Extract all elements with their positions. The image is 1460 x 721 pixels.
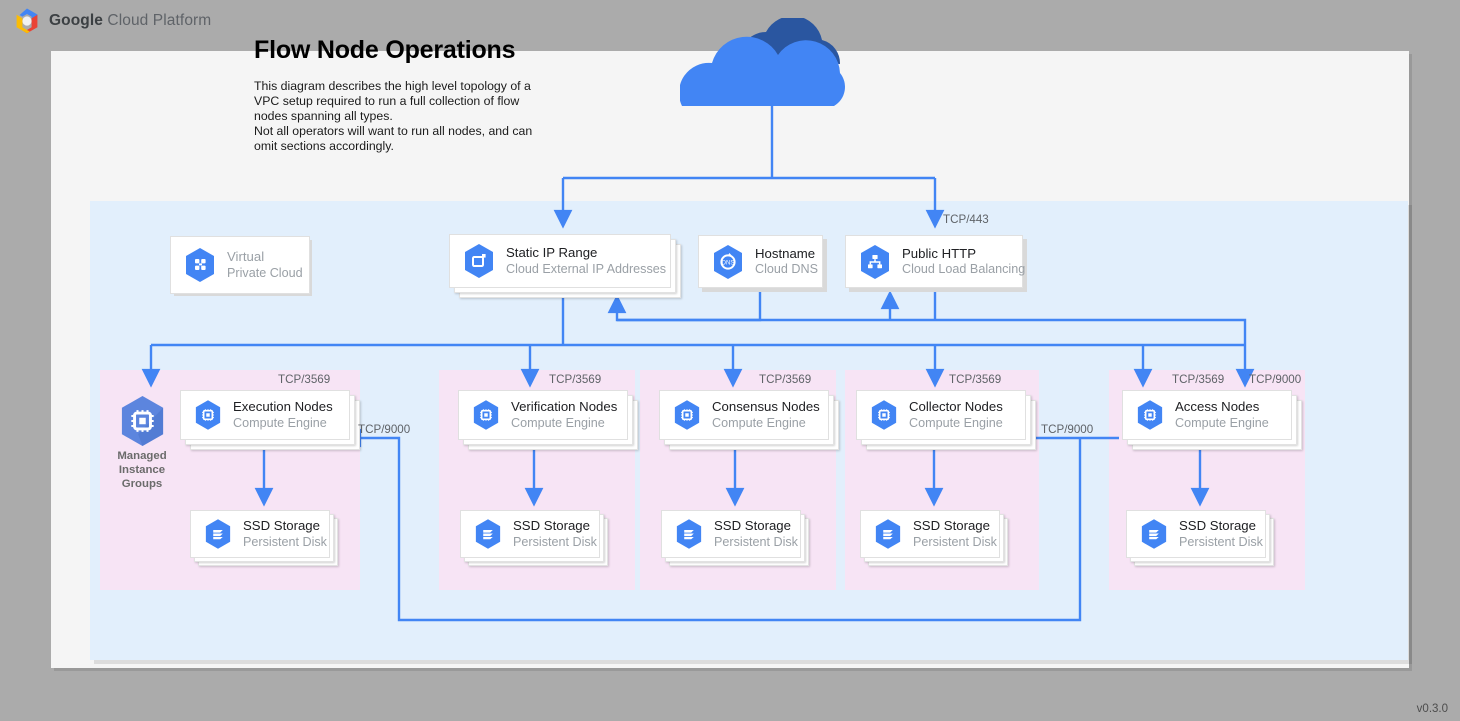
storage-subtitle: Persistent Disk [913, 534, 997, 549]
node-card-public-http[interactable]: Public HTTP Cloud Load Balancing [845, 235, 1026, 288]
node-subtitle: Compute Engine [1175, 415, 1269, 430]
node-card-consensus-nodes[interactable]: Consensus Nodes Compute Engine [659, 390, 829, 440]
node-title: Consensus Nodes [712, 399, 820, 415]
node-subtitle: Compute Engine [233, 415, 327, 430]
storage-card-verification[interactable]: SSD Storage Persistent Disk [460, 510, 600, 558]
node-title: Static IP Range [506, 245, 598, 261]
cloud-load-balancing-icon [861, 244, 889, 279]
storage-title: SSD Storage [714, 518, 791, 534]
compute-engine-icon [871, 400, 897, 430]
storage-title: SSD Storage [243, 518, 320, 534]
managed-instance-groups-label: Managed Instance Groups [117, 450, 167, 490]
top-bar: Google Cloud Platform [0, 0, 1460, 41]
node-subtitle: Compute Engine [511, 415, 605, 430]
storage-card-collector[interactable]: SSD Storage Persistent Disk [860, 510, 1000, 558]
gcp-brand-bold: Google [49, 12, 103, 29]
cloud-icon [680, 18, 845, 106]
node-title: Collector Nodes [909, 399, 1003, 415]
node-card-static-ip-range[interactable]: Static IP Range Cloud External IP Addres… [449, 234, 671, 288]
external-ip-icon [465, 244, 493, 278]
cloud-dns-icon: DNS [714, 244, 742, 279]
gcp-brand-label: Google Cloud Platform [49, 12, 211, 30]
page-title: Flow Node Operations [254, 36, 516, 64]
compute-engine-icon [1137, 400, 1163, 430]
storage-title: SSD Storage [1179, 518, 1256, 534]
node-title: Public HTTP [902, 245, 977, 261]
version-label: v0.3.0 [1416, 703, 1448, 715]
storage-subtitle: Persistent Disk [714, 534, 798, 549]
diagram-description: This diagram describes the high level to… [254, 79, 533, 154]
edge-label-execution-in: TCP/3569 [278, 373, 331, 386]
storage-card-consensus[interactable]: SSD Storage Persistent Disk [661, 510, 801, 558]
virtual-private-cloud-icon [186, 248, 214, 282]
node-card-collector-nodes[interactable]: Collector Nodes Compute Engine [856, 390, 1026, 440]
persistent-disk-icon [875, 519, 901, 549]
edge-label-access-in-9000: TCP/9000 [1249, 373, 1302, 386]
node-card-hostname[interactable]: DNS Hostname Cloud DNS [698, 235, 823, 288]
node-subtitle: Compute Engine [909, 415, 1003, 430]
node-title: Access Nodes [1175, 399, 1260, 415]
edge-label-access-to-execution: TCP/9000 [358, 423, 411, 436]
edge-label-consensus-in: TCP/3569 [759, 373, 812, 386]
node-card-access-nodes[interactable]: Access Nodes Compute Engine [1122, 390, 1292, 440]
node-card-verification-nodes[interactable]: Verification Nodes Compute Engine [458, 390, 628, 440]
edge-label-verification-in: TCP/3569 [549, 373, 602, 386]
compute-engine-icon [195, 400, 221, 430]
edge-label-access-in: TCP/3569 [1172, 373, 1225, 386]
compute-engine-icon [674, 400, 700, 430]
node-title: Hostname [755, 245, 816, 261]
managed-instance-groups-icon [121, 396, 164, 446]
gcp-brand: Google Cloud Platform [14, 7, 211, 35]
node-subtitle: Cloud Load Balancing [902, 262, 1026, 277]
node-subtitle: Compute Engine [712, 415, 806, 430]
node-title: Virtual [227, 249, 265, 265]
gcp-hexagon-logo-icon [16, 8, 38, 34]
storage-subtitle: Persistent Disk [243, 534, 327, 549]
persistent-disk-icon [205, 519, 231, 549]
node-card-virtual-private-cloud[interactable]: Virtual Private Cloud [170, 236, 310, 294]
persistent-disk-icon [475, 519, 501, 549]
storage-title: SSD Storage [913, 518, 990, 534]
compute-engine-icon [473, 400, 499, 430]
node-title: Verification Nodes [511, 399, 618, 415]
persistent-disk-icon [676, 519, 702, 549]
gcp-brand-rest: Cloud Platform [103, 12, 212, 29]
node-subtitle: Cloud DNS [755, 262, 818, 277]
storage-subtitle: Persistent Disk [1179, 534, 1263, 549]
storage-card-access[interactable]: SSD Storage Persistent Disk [1126, 510, 1266, 558]
edge-label-access-to-collector: TCP/9000 [1041, 423, 1094, 436]
svg-text:DNS: DNS [722, 260, 735, 266]
node-card-execution-nodes[interactable]: Execution Nodes Compute Engine [180, 390, 350, 440]
node-title: Execution Nodes [233, 399, 333, 415]
edge-label-tcp-443: TCP/443 [943, 213, 989, 226]
storage-subtitle: Persistent Disk [513, 534, 597, 549]
node-subtitle: Cloud External IP Addresses [506, 261, 667, 276]
persistent-disk-icon [1141, 519, 1167, 549]
storage-card-execution[interactable]: SSD Storage Persistent Disk [190, 510, 330, 558]
storage-title: SSD Storage [513, 518, 590, 534]
node-subtitle: Private Cloud [227, 265, 303, 280]
edge-label-collector-in: TCP/3569 [949, 373, 1002, 386]
